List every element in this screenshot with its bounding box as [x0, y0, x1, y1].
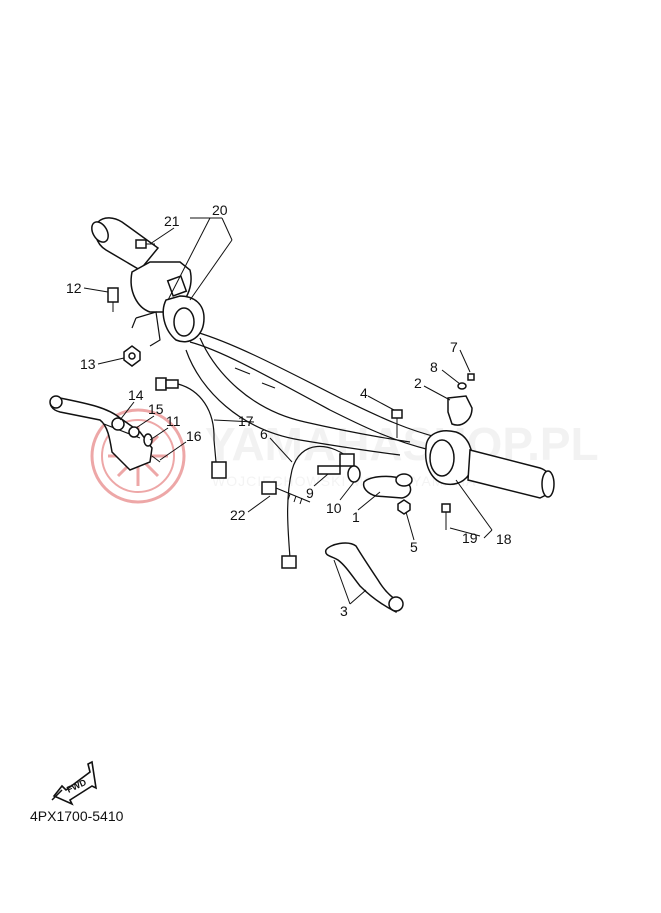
callout-21: 21 [164, 213, 180, 229]
callout-4: 4 [360, 385, 368, 401]
callout-labels: 20 21 12 13 14 15 11 16 17 6 22 9 10 1 3… [66, 202, 512, 619]
bolt-9-washer-10 [317, 465, 361, 483]
callout-17: 17 [238, 413, 254, 429]
callout-12: 12 [66, 280, 82, 296]
callout-11: 11 [166, 413, 181, 429]
bolt-4 [391, 409, 403, 438]
bracket-2 [447, 373, 475, 426]
callout-1: 1 [352, 509, 360, 525]
right-throttle-grip [424, 430, 555, 499]
callout-14: 14 [128, 387, 144, 403]
right-lever [324, 542, 404, 614]
nut-5 [397, 499, 411, 515]
callout-13: 13 [80, 356, 96, 372]
callout-7: 7 [450, 339, 458, 355]
screw-19 [441, 503, 451, 530]
callout-15: 15 [148, 401, 164, 417]
callout-3: 3 [340, 603, 348, 619]
small-parts-left [107, 239, 161, 463]
left-lever [49, 395, 153, 471]
diagram-code: 4PX1700-5410 [30, 808, 124, 824]
left-switch-housing [130, 261, 205, 347]
lever-holder-1 [362, 473, 413, 499]
leader-lines [83, 217, 493, 605]
clutch-switch-lead [155, 377, 227, 479]
handlebar [185, 331, 441, 456]
callout-5: 5 [410, 539, 418, 555]
adjuster-22 [261, 481, 311, 505]
callout-16: 16 [186, 428, 202, 444]
left-grip [91, 217, 160, 271]
callout-9: 9 [306, 485, 314, 501]
callout-6: 6 [260, 426, 268, 442]
callout-8: 8 [430, 359, 438, 375]
cable-6 [281, 445, 355, 569]
watermark-text: YAMAHASHOP.PL [205, 418, 599, 470]
callout-18: 18 [496, 531, 512, 547]
callout-20: 20 [212, 202, 228, 218]
callout-22: 22 [230, 507, 246, 523]
callout-2: 2 [414, 375, 422, 391]
callout-19: 19 [462, 530, 478, 546]
fwd-arrow-icon: FWD [51, 760, 98, 806]
callout-10: 10 [326, 500, 342, 516]
